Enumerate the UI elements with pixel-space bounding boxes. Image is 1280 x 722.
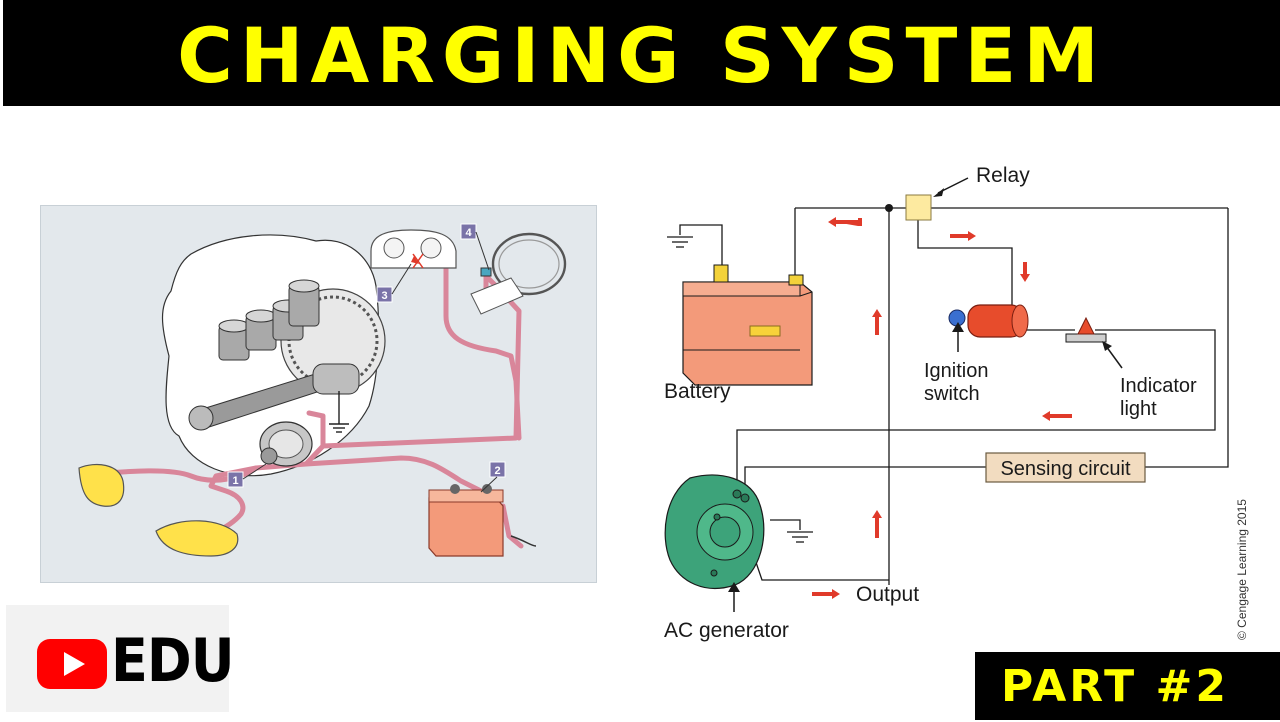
battery-illustration (428, 484, 537, 557)
steering-wheel (470, 232, 567, 315)
ac-generator-label: AC generator (664, 619, 789, 642)
callout-1: 1 (232, 475, 238, 487)
starter-motor (312, 363, 360, 395)
ignition-switch-label-2: switch (924, 383, 980, 405)
part-label: PART #2 (1001, 661, 1229, 712)
schematic-wires (679, 207, 1229, 585)
relay-label: Relay (976, 164, 1030, 187)
sensing-circuit-label: Sensing circuit (1000, 458, 1131, 480)
youtube-play-icon (37, 639, 107, 689)
callout-3: 3 (381, 290, 387, 302)
callout-2: 2 (494, 465, 500, 477)
ground-symbol (329, 391, 349, 433)
relay-box (905, 194, 932, 221)
engine-illustration: 1 2 3 4 (78, 223, 567, 557)
output-label: Output (856, 583, 919, 606)
ignition-switch-label-1: Ignition (924, 360, 989, 382)
ignition-switch (948, 304, 1029, 338)
current-flow-arrows (812, 217, 1072, 599)
instrument-cluster (370, 229, 457, 269)
callouts: 1 2 3 4 (227, 223, 506, 488)
indicator-light-label-2: light (1120, 398, 1157, 420)
part-label-box (975, 652, 1280, 720)
headlights (78, 463, 239, 557)
edu-logo-text: EDU (111, 626, 235, 696)
ac-generator (664, 474, 765, 589)
battery-label: Battery (664, 380, 731, 403)
sensing-circuit-box (985, 452, 1146, 483)
engine-illustration-panel: 1 2 3 4 (40, 205, 597, 583)
indicator-light (1065, 316, 1107, 343)
indicator-light-label-1: Indicator (1120, 375, 1197, 397)
battery-schematic (682, 264, 813, 386)
title-banner: CHARGING SYSTEM (3, 0, 1280, 106)
pistons (218, 279, 320, 361)
edu-logo-box (6, 605, 229, 712)
alternator (259, 421, 313, 467)
junction-dot (885, 204, 893, 212)
copyright-text: © Cengage Learning 2015 (1235, 499, 1249, 640)
callout-4: 4 (465, 227, 472, 239)
ground-symbols (667, 236, 813, 543)
page-title: CHARGING SYSTEM (177, 11, 1106, 100)
